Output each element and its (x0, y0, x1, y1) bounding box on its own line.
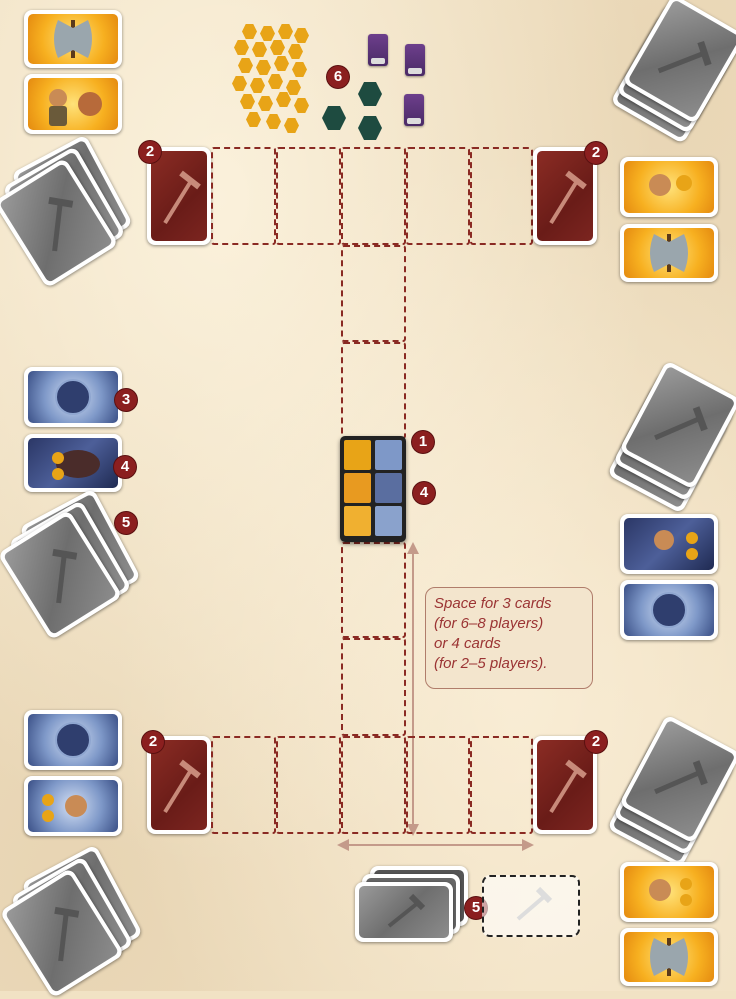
round-card[interactable] (24, 710, 122, 770)
note-line: Space for 3 cards (434, 594, 584, 614)
badge-4: 4 (114, 456, 136, 478)
hammer-pick-icon (537, 151, 593, 241)
card-slot[interactable] (276, 147, 341, 245)
dwarf-icon (624, 161, 714, 213)
card-slot[interactable] (470, 147, 533, 245)
dwarf-icon (28, 78, 118, 130)
card-slot[interactable] (341, 245, 406, 342)
dwarf-card[interactable] (620, 157, 718, 217)
badge-3: 3 (115, 389, 137, 411)
note-line: (for 2–5 players). (434, 654, 584, 674)
card-slot[interactable] (341, 736, 406, 834)
badge-2: 2 (139, 141, 161, 163)
monster-card[interactable] (24, 434, 122, 492)
badge-4: 4 (413, 482, 435, 504)
figure-token (405, 44, 425, 76)
hammer-pick-icon (151, 740, 207, 830)
dwarf-card[interactable] (24, 74, 122, 134)
gem-token (358, 82, 382, 106)
badge-5: 5 (115, 512, 137, 534)
gold-token-pile (232, 24, 314, 136)
figure-token (368, 34, 388, 66)
start-card-top-right[interactable] (533, 147, 597, 245)
card-slot[interactable] (276, 736, 341, 834)
draw-pile-top[interactable] (355, 882, 453, 942)
round-door-icon (28, 371, 118, 423)
card-slot[interactable] (211, 147, 276, 245)
figure-token (404, 94, 424, 126)
badge-6: 6 (327, 66, 349, 88)
dwarf-card-blue[interactable] (620, 514, 718, 574)
card-slot[interactable] (341, 542, 406, 638)
pickaxe-hammer-icon (484, 877, 578, 935)
role-card-axe[interactable] (620, 928, 718, 986)
pickaxe-hammer-icon (359, 886, 449, 938)
beast-icon (28, 438, 118, 488)
gem-token (358, 116, 382, 140)
badge-2: 2 (585, 142, 607, 164)
dwarf-card-blue[interactable] (24, 776, 122, 836)
round-card[interactable] (24, 367, 122, 427)
dwarf-icon (28, 780, 118, 832)
start-card-bottom-right[interactable] (533, 736, 597, 834)
note-line: (for 6–8 players) (434, 614, 584, 634)
role-card-axe[interactable] (24, 10, 122, 68)
card-slot[interactable] (406, 736, 470, 834)
badge-2: 2 (142, 731, 164, 753)
dwarf-card[interactable] (620, 862, 718, 922)
hammer-pick-icon (151, 151, 207, 241)
card-slot[interactable] (341, 638, 406, 736)
dwarf-icon (624, 518, 714, 570)
gem-token (322, 106, 346, 130)
dwarf-icon (624, 866, 714, 918)
card-slot[interactable] (341, 342, 406, 439)
round-door-icon (28, 714, 118, 766)
round-door-icon (624, 584, 714, 636)
double-axe-icon (624, 228, 714, 278)
spacing-note: Space for 3 cards (for 6–8 players) or 4… (425, 587, 593, 689)
note-line: or 4 cards (434, 634, 584, 654)
round-card[interactable] (620, 580, 718, 640)
badge-1: 1 (412, 431, 434, 453)
double-axe-icon (624, 932, 714, 982)
card-slot[interactable] (211, 736, 276, 834)
double-axe-icon (28, 14, 118, 64)
card-slot[interactable] (470, 736, 533, 834)
center-card-deck[interactable] (340, 436, 406, 542)
badge-2: 2 (585, 731, 607, 753)
card-slot[interactable] (341, 147, 406, 245)
hammer-pick-icon (537, 740, 593, 830)
role-card-axe[interactable] (620, 224, 718, 282)
card-slot[interactable] (406, 147, 470, 245)
start-card-top-left[interactable] (147, 147, 211, 245)
discard-pile-slot[interactable] (482, 875, 580, 937)
